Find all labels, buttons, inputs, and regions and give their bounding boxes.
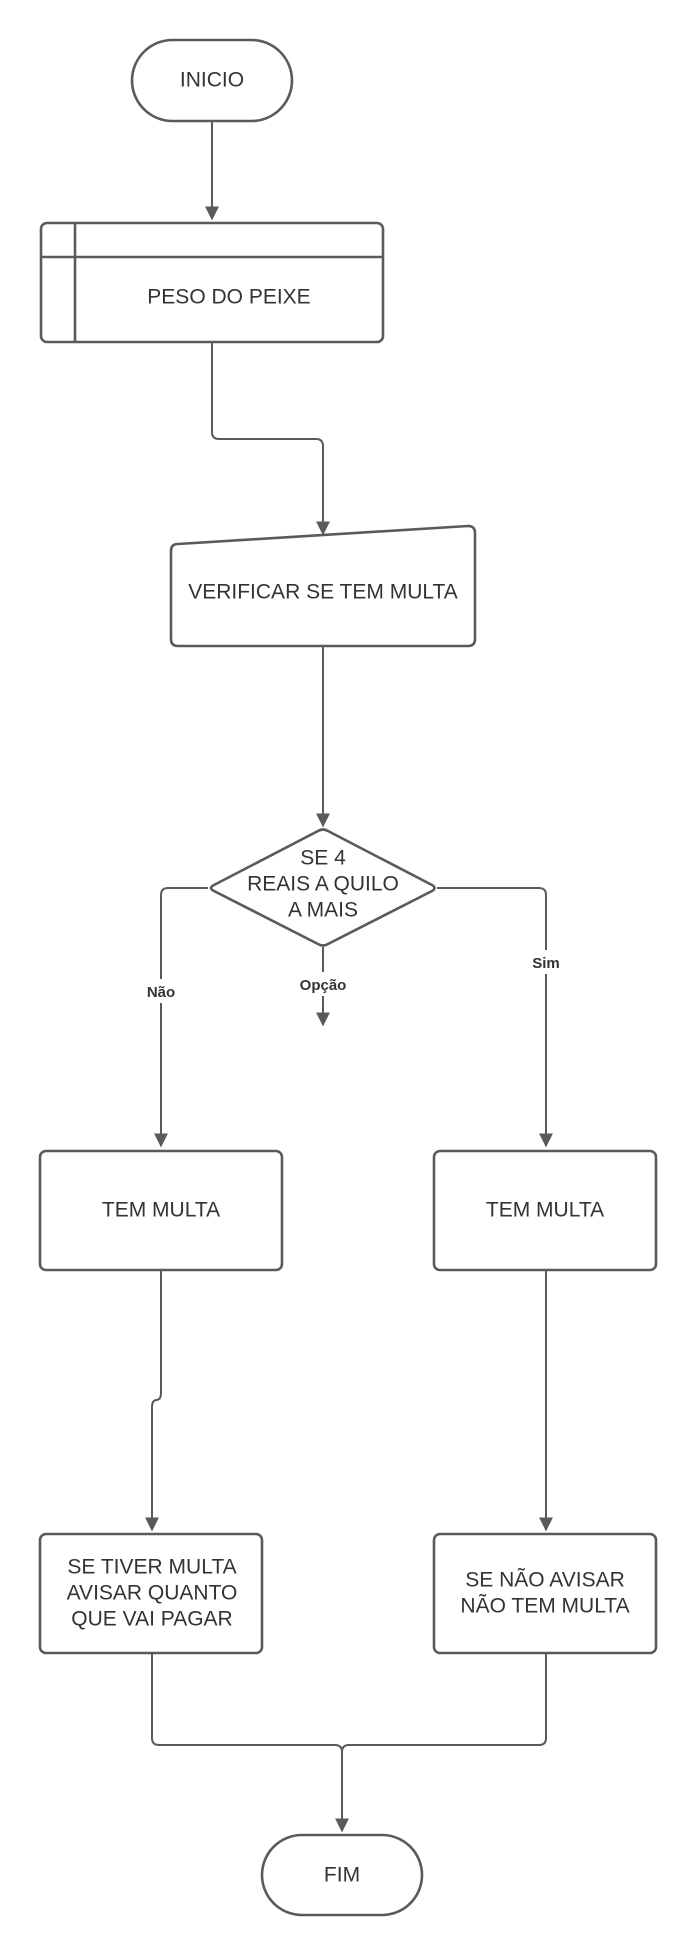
edge-left-fine-to-notify bbox=[145, 1270, 162, 1532]
decision-label-line-2: REAIS A QUILO bbox=[247, 873, 399, 896]
decision-label-line-1: SE 4 bbox=[300, 847, 346, 870]
edge-label-yes: Sim bbox=[532, 955, 560, 972]
fine-right-label: TEM MULTA bbox=[486, 1199, 604, 1222]
edge-label-yes-background bbox=[525, 950, 567, 974]
notify-no-fine-line-1: SE NÃO AVISAR bbox=[465, 1568, 625, 1592]
notify-amount-box[interactable]: SE TIVER MULTA AVISAR QUANTO QUE VAI PAG… bbox=[38, 1532, 264, 1655]
edge-weight-to-check bbox=[211, 342, 330, 536]
edge-notify-amount-to-merge bbox=[151, 1653, 343, 1753]
fish-weight-box[interactable]: PESO DO PEIXE bbox=[39, 221, 385, 344]
fine-left-label: TEM MULTA bbox=[102, 1199, 220, 1222]
check-fine-box[interactable]: VERIFICAR SE TEM MULTA bbox=[169, 524, 477, 648]
fine-left-box[interactable]: TEM MULTA bbox=[38, 1149, 284, 1272]
start-terminator[interactable]: INICIO bbox=[130, 38, 294, 123]
fish-weight-label: PESO DO PEIXE bbox=[147, 286, 310, 309]
notify-amount-line-2: AVISAR QUANTO bbox=[67, 1582, 238, 1605]
end-terminator[interactable]: FIM bbox=[260, 1833, 424, 1917]
end-terminator-label: FIM bbox=[324, 1864, 360, 1887]
edge-label-option-background bbox=[291, 972, 355, 996]
notify-no-fine-line-2: NÃO TEM MULTA bbox=[460, 1594, 629, 1618]
notify-no-fine-box[interactable]: SE NÃO AVISAR NÃO TEM MULTA bbox=[432, 1532, 658, 1655]
edge-notify-no-fine-to-merge bbox=[341, 1653, 547, 1753]
edge-decision-yes bbox=[437, 887, 553, 1148]
edge-label-no: Não bbox=[147, 984, 175, 1001]
decision-diamond[interactable]: SE 4 REAIS A QUILO A MAIS bbox=[209, 828, 436, 947]
notify-amount-line-3: QUE VAI PAGAR bbox=[71, 1608, 232, 1631]
check-fine-label: VERIFICAR SE TEM MULTA bbox=[188, 581, 458, 604]
notify-amount-line-1: SE TIVER MULTA bbox=[67, 1556, 236, 1579]
decision-label-line-3: A MAIS bbox=[288, 899, 358, 922]
edge-label-no-background bbox=[140, 979, 182, 1003]
start-terminator-label: INICIO bbox=[180, 69, 244, 92]
edge-label-option: Opção bbox=[300, 977, 347, 994]
connectors bbox=[145, 121, 553, 1833]
fine-right-box[interactable]: TEM MULTA bbox=[432, 1149, 658, 1272]
edge-decision-no bbox=[154, 887, 208, 1148]
